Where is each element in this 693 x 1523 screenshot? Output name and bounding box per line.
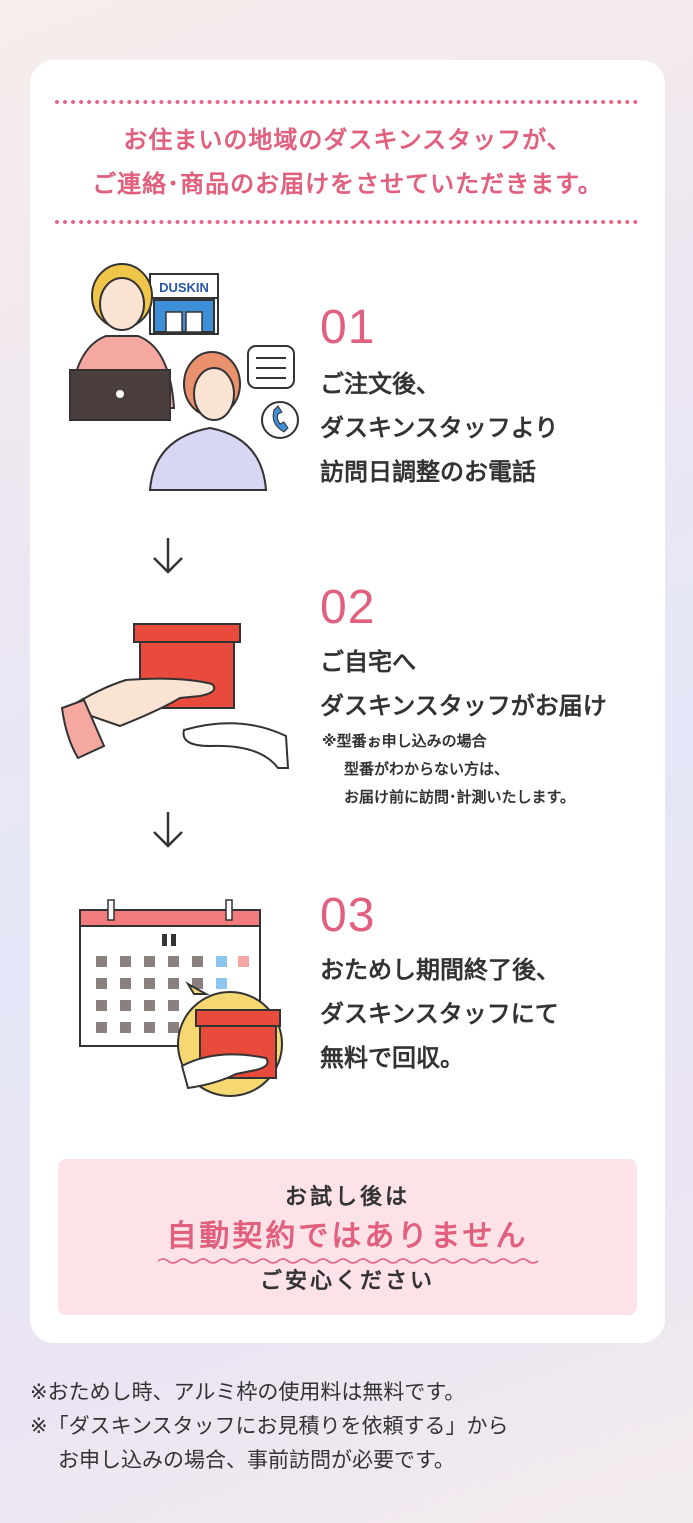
down-arrow-icon	[153, 538, 183, 574]
wavy-underline	[157, 1258, 538, 1264]
step-1-line-1: ご注文後、	[320, 370, 440, 398]
step-3-line-3: 無料で回収。	[320, 1044, 464, 1072]
footnote-2: ※「ダスキンスタッフにお見積りを依頼する」から	[30, 1414, 509, 1438]
notice-line-3: ご安心ください	[259, 1269, 435, 1294]
step-2-line-2: ダスキンスタッフがお届け	[320, 692, 607, 720]
step-3-line-2: ダスキンスタッフにて	[320, 1000, 559, 1028]
step-2-line-1: ご自宅へ	[320, 648, 416, 676]
step-1-number: 01	[320, 301, 376, 354]
calendar-package-illustration	[79, 899, 283, 1097]
step-2-note-line-3: お届け前に訪問･計測いたします。	[344, 788, 576, 806]
footnotes: ※おためし時、アルミ枠の使用料は無料です。 ※「ダスキンスタッフにお見積りを依頼…	[30, 1375, 509, 1477]
step-2-note: ※型番ぉ申し込みの場合 型番がわからない方は、 お届け前に訪問･計測いたします。	[322, 727, 575, 811]
intro-line-1: お住まいの地域のダスキンスタッフが、	[123, 126, 572, 154]
step-2-note-line-1: ※型番ぉ申し込みの場合	[322, 732, 487, 750]
staff-phone-call-illustration: DUSKIN	[68, 263, 299, 491]
intro-line-2: ご連絡･商品のお届けをさせていただきます。	[92, 170, 603, 198]
step-1-line-3: 訪問日調整のお電話	[320, 458, 536, 486]
footnote-1: ※おためし時、アルミ枠の使用料は無料です。	[30, 1380, 466, 1404]
intro-text: お住まいの地域のダスキンスタッフが、 ご連絡･商品のお届けをさせていただきます。	[30, 118, 665, 206]
step-2-number: 02	[320, 581, 376, 634]
notice-line-1: お試し後は	[284, 1185, 410, 1210]
no-auto-contract-notice: お試し後は 自動契約ではありません ご安心ください	[58, 1159, 637, 1315]
package-handover-illustration	[60, 623, 290, 769]
step-2-note-line-2: 型番がわからない方は、	[344, 760, 510, 778]
step-1-line-2: ダスキンスタッフより	[320, 414, 559, 442]
footnote-2-continued: お申し込みの場合、事前訪問が必要です。	[58, 1448, 455, 1472]
store-sign: DUSKIN	[159, 280, 209, 295]
step-3-number: 03	[320, 889, 376, 942]
step-3-text: おためし期間終了後、 ダスキンスタッフにて 無料で回収。	[320, 948, 560, 1080]
step-1-text: ご注文後、 ダスキンスタッフより 訪問日調整のお電話	[320, 362, 558, 494]
step-3-line-1: おためし期間終了後、	[320, 956, 560, 984]
notice-highlight: 自動契約ではありません	[166, 1219, 529, 1254]
step-2-text: ご自宅へ ダスキンスタッフがお届け	[320, 640, 607, 728]
down-arrow-icon	[153, 812, 183, 848]
dotted-divider-top	[55, 100, 638, 104]
dotted-divider-bottom	[55, 220, 638, 224]
